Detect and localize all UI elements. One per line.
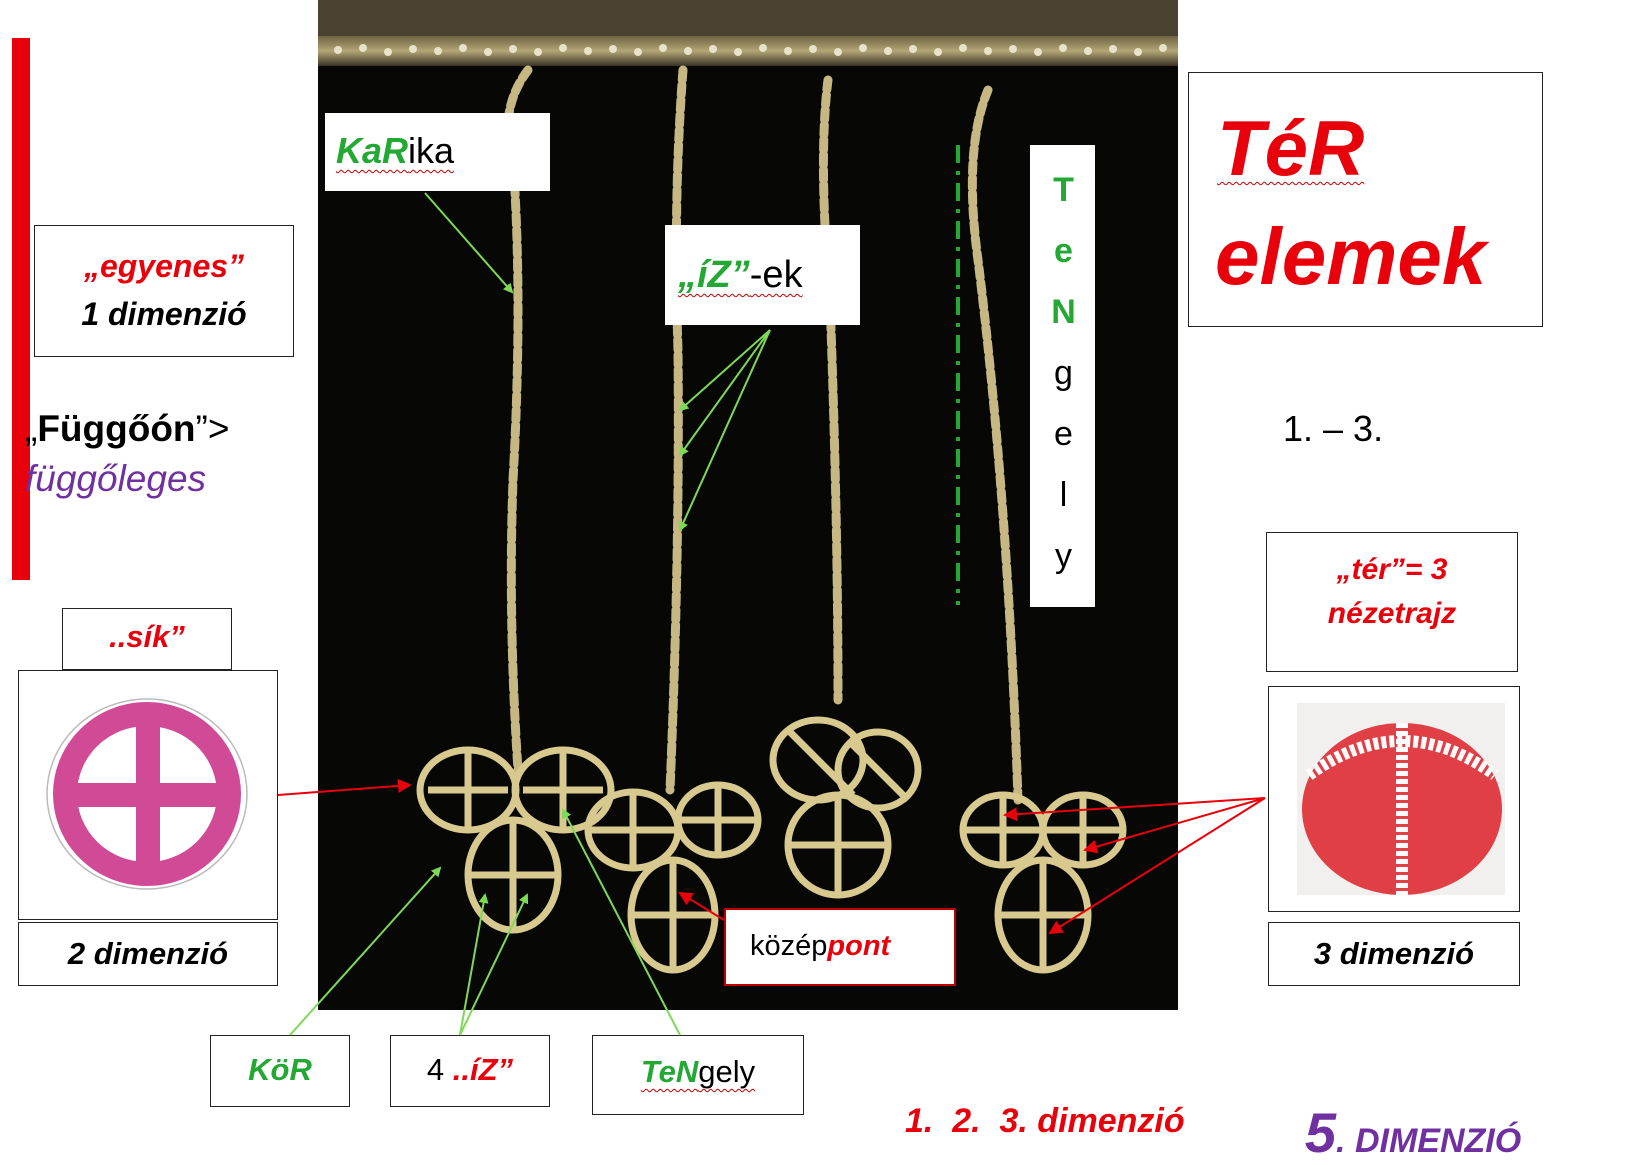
iz-label-green: „íZ” (678, 254, 750, 296)
fuggoon-bold: Függőón (37, 408, 196, 449)
tengely-letter-3: N (1051, 293, 1076, 331)
title-line-2: elemek (1215, 212, 1487, 301)
karika-label-green: KaR (336, 130, 409, 171)
fuggoon-text: „Függőón”> (25, 408, 229, 450)
kor-label: KöR (210, 1035, 350, 1107)
dim1-text: 1 dimenzió (81, 296, 247, 332)
egyenes-box: „egyenes” 1 dimenzió (34, 225, 294, 357)
arrow-tengely (562, 808, 681, 1036)
circle-cross-box (18, 670, 278, 920)
ter-line-2: nézetrajz (1327, 597, 1457, 630)
footer-five-num: 5 (1304, 1101, 1337, 1164)
tengely-green: TeN (640, 1054, 699, 1089)
iz-ek-label: „íZ”-ek (665, 225, 860, 325)
dim3-box: 3 dimenzió (1268, 922, 1520, 986)
kozeppont-red: pont (827, 930, 891, 962)
ter-line-1: „tér”= 3 (1336, 553, 1448, 586)
range-label: 1. – 3. (1283, 408, 1384, 449)
sik-text: ..sík” (109, 619, 185, 654)
arrow-iz-2 (678, 329, 771, 457)
red-ball-icon (1297, 703, 1505, 895)
kozeppont-label: középpont (724, 908, 956, 986)
arrow-karika (424, 192, 514, 294)
red-vertical-bar (12, 38, 30, 580)
footer-dims: 1. 2. 3. dimenzió (905, 1102, 1185, 1140)
arrow-ter-2 (1083, 797, 1266, 854)
title-line-1: TéR (1217, 104, 1365, 192)
tengely-vertical-label: T e N g e l y (1030, 145, 1095, 607)
kor-text: KöR (248, 1052, 312, 1087)
kozeppont-black: közép (750, 930, 828, 962)
tengely-letter-4: g (1054, 354, 1073, 392)
arrow-iz-3 (678, 329, 771, 532)
karika-label-black: ika (408, 130, 455, 171)
fuggoon-post: ”> (195, 408, 230, 449)
ball-box (1268, 686, 1520, 912)
arrow-4iz-2 (459, 893, 529, 1036)
title-box: TéR elemek (1188, 72, 1543, 327)
tengely-letter-6: l (1059, 476, 1068, 514)
dim2-text: 2 dimenzió (67, 936, 229, 971)
footer-five: 5. DIMENZIÓ (1296, 1082, 1521, 1165)
fuggoon-pre: „ (25, 408, 38, 449)
tengely-letter-1: T (1053, 171, 1074, 209)
sik-box: ..sík” (62, 608, 232, 670)
tengely-letter-5: e (1054, 415, 1073, 453)
dim2-box: 2 dimenzió (18, 922, 278, 986)
arrow-ter-1 (1003, 797, 1266, 822)
arrow-kor (289, 866, 442, 1036)
tengely-letter-7: y (1055, 537, 1072, 575)
tengely-letter-2: e (1054, 232, 1073, 270)
four-iz-label: 4 ..íZ” (390, 1035, 550, 1107)
arrow-4iz-1 (459, 893, 489, 1036)
arrow-sik-to-pendant (277, 778, 412, 796)
pink-circle-cross-icon (46, 698, 248, 890)
arrow-ter-3 (1048, 797, 1266, 935)
fuggoleges-text: függőleges (25, 458, 207, 499)
four-iz-text: ..íZ” (452, 1052, 514, 1087)
tengely-label: TeNgely (592, 1035, 804, 1115)
karika-label: KaRika (325, 113, 550, 191)
arrow-iz-1 (678, 329, 771, 412)
egyenes-text: „egyenes” (83, 248, 245, 284)
tengely-black: gely (698, 1054, 756, 1089)
ter-box: „tér”= 3 nézetrajz (1266, 532, 1518, 672)
dim3-text: 3 dimenzió (1313, 936, 1475, 971)
iz-label-black: -ek (749, 254, 803, 296)
four-iz-number: 4 (426, 1052, 453, 1087)
arrow-kozeppont (678, 891, 725, 921)
footer-five-text: . DIMENZIÓ (1336, 1122, 1522, 1160)
